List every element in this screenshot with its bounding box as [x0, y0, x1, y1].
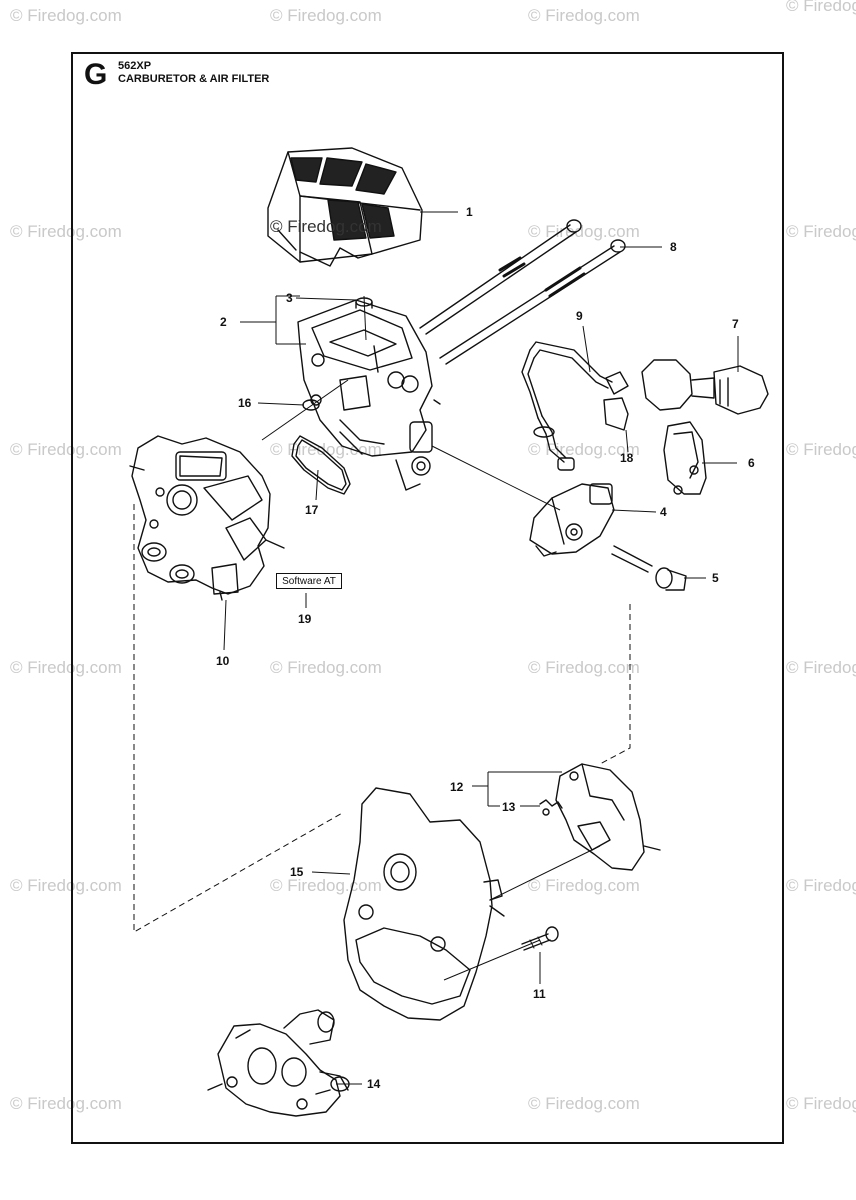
section-letter: G	[84, 58, 108, 91]
callout-11[interactable]: 11	[533, 987, 546, 1001]
hose-fitting-part[interactable]	[603, 371, 629, 431]
watermark: © Firedog.com	[786, 1094, 856, 1113]
watermark: © Firedog.com	[786, 0, 856, 15]
gasket-part[interactable]	[291, 435, 351, 495]
watermark: © Firedog.com	[10, 440, 122, 459]
watermark: © Firedog.com	[270, 6, 382, 25]
callout-8[interactable]: 8	[670, 240, 677, 254]
spring-part[interactable]	[539, 799, 563, 816]
watermark: © Firedog.com	[528, 876, 640, 895]
fuel-hose-part[interactable]	[521, 341, 613, 471]
throttle-bracket-part[interactable]	[555, 763, 661, 871]
watermark: © Firedog.com	[528, 1094, 640, 1113]
callout-5[interactable]: 5	[712, 571, 719, 585]
watermark: © Firedog.com	[10, 222, 122, 241]
screw-part[interactable]	[521, 926, 559, 951]
callout-12[interactable]: 12	[450, 780, 464, 794]
software-label: Software AT	[276, 573, 342, 589]
watermark: © Firedog.com	[528, 440, 640, 459]
watermark: © Firedog.com	[10, 1094, 122, 1113]
carburetor-part[interactable]	[129, 435, 285, 601]
filter-holder-part[interactable]	[297, 299, 441, 491]
callout-14[interactable]: 14	[367, 1077, 381, 1091]
watermark: © Firedog.com	[270, 876, 382, 895]
bracket-part[interactable]	[663, 421, 707, 495]
air-filter-part[interactable]	[267, 147, 423, 267]
watermark: © Firedog.com	[786, 876, 856, 895]
callout-15[interactable]: 15	[290, 865, 304, 879]
watermark: © Firedog.com	[786, 222, 856, 241]
callout-1[interactable]: 1	[466, 205, 473, 219]
watermark: © Firedog.com	[786, 440, 856, 459]
model-number: 562XP	[118, 60, 152, 72]
callout-4[interactable]: 4	[660, 505, 667, 519]
watermark: © Firedog.com	[10, 658, 122, 677]
watermark: © Firedog.com	[528, 658, 640, 677]
watermark: © Firedog.com	[528, 6, 640, 25]
watermark: © Firedog.com	[786, 658, 856, 677]
cover-plate-part[interactable]	[343, 787, 505, 1021]
callout-19[interactable]: 19	[298, 612, 312, 626]
choke-assembly-part[interactable]	[529, 483, 615, 557]
primer-bulb-part[interactable]	[641, 359, 769, 415]
callout-16[interactable]: 16	[238, 396, 252, 410]
watermark: © Firedog.com	[270, 658, 382, 677]
callout-7[interactable]: 7	[732, 317, 739, 331]
callout-9[interactable]: 9	[576, 309, 583, 323]
callout-3[interactable]: 3	[286, 291, 293, 305]
leader-lines	[223, 211, 739, 1085]
watermark-center: © Firedog.com	[270, 217, 382, 236]
pin-part[interactable]	[611, 545, 687, 591]
intake-manifold-part[interactable]	[207, 1009, 350, 1117]
callout-6[interactable]: 6	[748, 456, 755, 470]
callout-10[interactable]: 10	[216, 654, 230, 668]
callout-2[interactable]: 2	[220, 315, 227, 329]
long-bolts-part[interactable]	[419, 219, 626, 365]
watermark: © Firedog.com	[10, 6, 122, 25]
dashed-guide	[133, 504, 631, 933]
watermark: © Firedog.com	[10, 876, 122, 895]
callout-13[interactable]: 13	[502, 800, 516, 814]
section-title: CARBURETOR & AIR FILTER	[118, 73, 270, 85]
callout-17[interactable]: 17	[305, 503, 319, 517]
callout-18[interactable]: 18	[620, 451, 634, 465]
diagram-frame	[71, 52, 784, 1144]
